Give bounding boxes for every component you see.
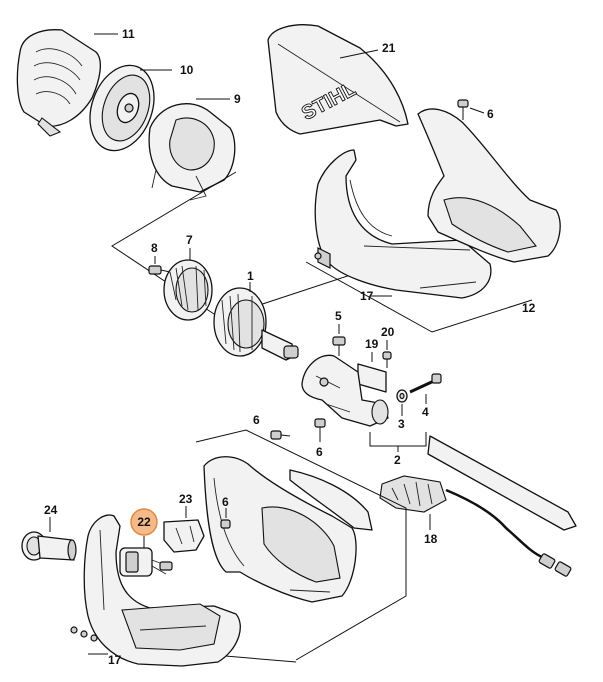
part-24-plug [21, 517, 77, 561]
part-2-gearbox [301, 354, 389, 427]
part-10-fan-disc [89, 64, 155, 152]
screw-6-mid [314, 418, 326, 442]
callout-12: 12 [522, 301, 536, 315]
part-17-side-housing [70, 514, 241, 667]
screw-5 [332, 324, 346, 356]
callout-7: 7 [186, 233, 193, 247]
screw-8 [148, 256, 171, 275]
callout-21: 21 [382, 41, 396, 55]
part-7-fan-rotor [163, 248, 213, 321]
part-18-cable-assembly [379, 435, 577, 577]
callout-9: 9 [234, 92, 241, 106]
callout-10: 10 [180, 63, 194, 77]
screw-20 [382, 340, 392, 368]
screw-6-top [457, 99, 469, 120]
part-1-motor [213, 282, 299, 361]
part-22-switch [119, 536, 173, 577]
part-11-fan-cover [16, 29, 102, 137]
callout-2: 2 [394, 453, 401, 467]
washer-3 [396, 389, 408, 416]
part-9-fan-housing [148, 103, 236, 201]
highlight-circle-22 [130, 508, 158, 536]
screw-6-bottom [220, 508, 231, 529]
callout-17-top: 17 [360, 289, 374, 303]
part-12-handle-housing [314, 108, 561, 299]
callout-3: 3 [398, 417, 405, 431]
callout-4: 4 [422, 405, 429, 419]
callout-18: 18 [424, 532, 438, 546]
callout-24: 24 [44, 503, 58, 517]
callout-6-bottom: 6 [222, 495, 229, 509]
callout-6-mid: 6 [316, 445, 323, 459]
bolt-4 [409, 373, 442, 404]
callout-17-bottom: 17 [108, 653, 122, 667]
callout-8: 8 [151, 241, 158, 255]
callout-6-mid-left: 6 [253, 413, 260, 427]
callout-6-top: 6 [487, 107, 494, 121]
screw-6-mid-left [270, 430, 291, 440]
callout-22: 22 [137, 515, 151, 529]
callout-19: 19 [365, 337, 379, 351]
callout-23: 23 [179, 492, 193, 506]
callout-1: 1 [247, 269, 254, 283]
callout-11: 11 [122, 27, 135, 41]
part-17-lower-housing [203, 456, 373, 603]
part-19-plate [357, 352, 387, 393]
part-21-top-cover: STIHL [267, 24, 409, 135]
part-23-bracket [163, 506, 205, 553]
callout-20: 20 [381, 325, 395, 339]
callout-5: 5 [335, 309, 342, 323]
